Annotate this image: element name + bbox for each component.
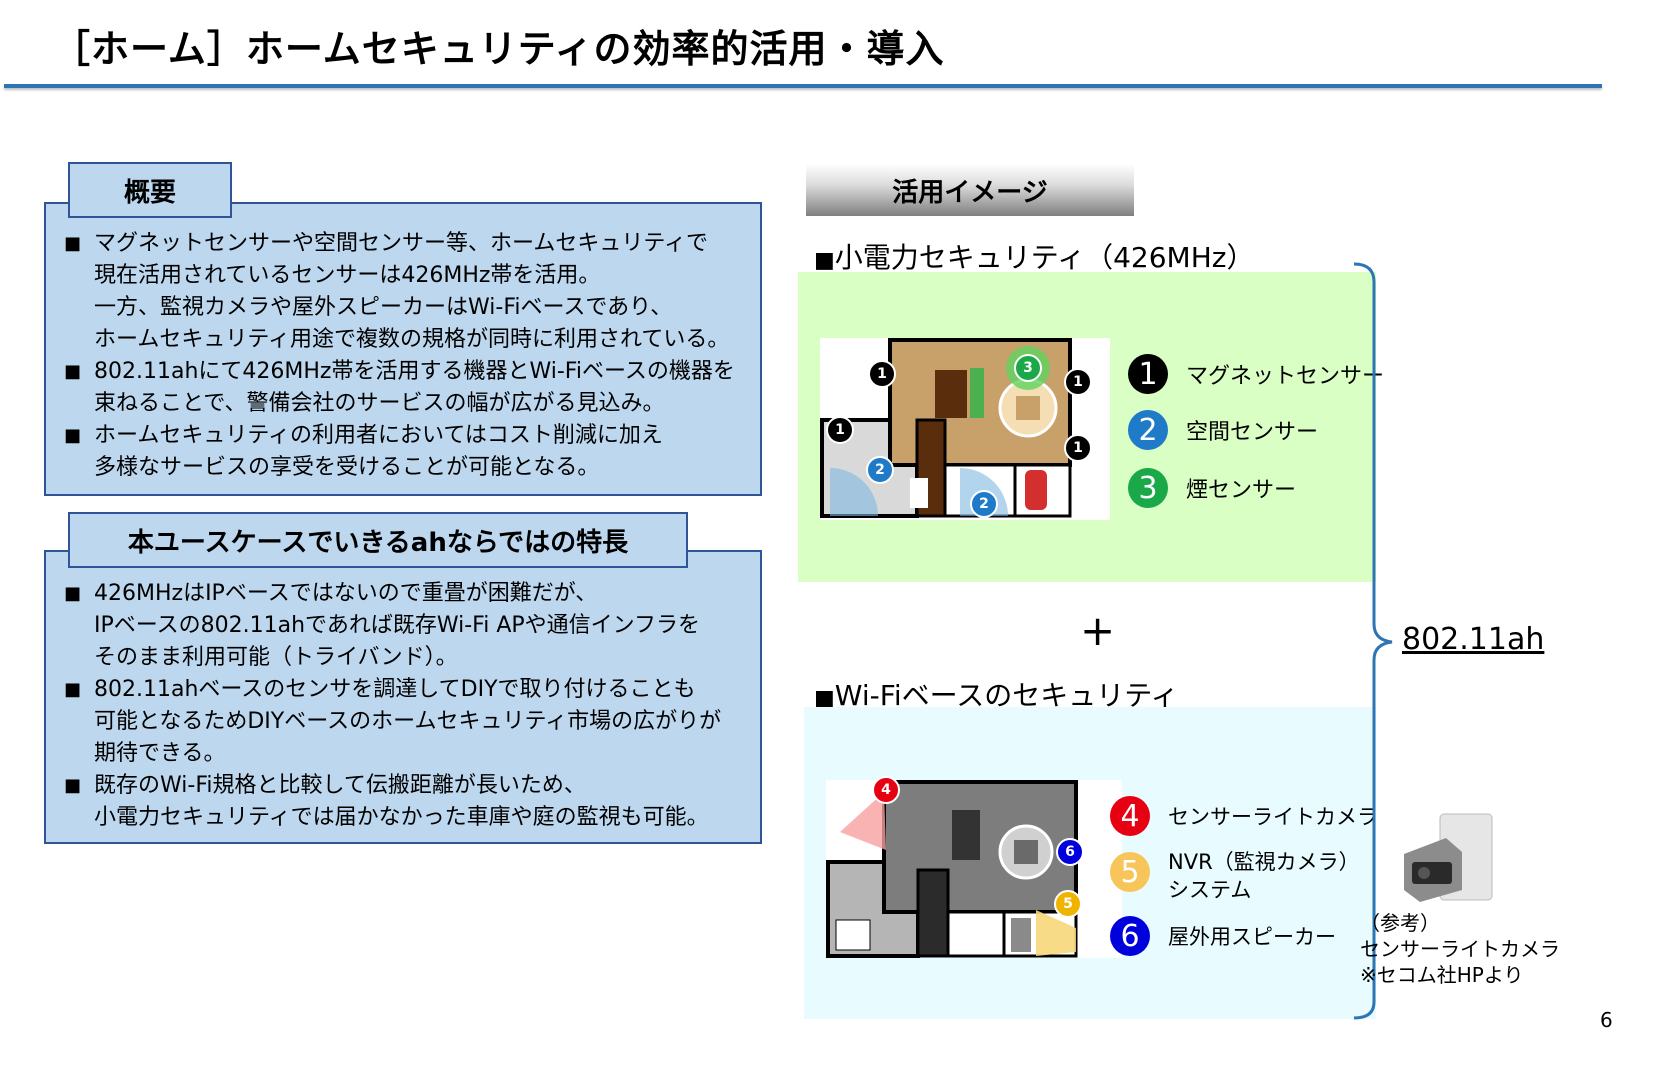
bullet-mark: ■ xyxy=(64,233,82,254)
legend-label: システム xyxy=(1168,878,1252,902)
legend-label: センサーライトカメラ xyxy=(1168,805,1378,829)
legend-magnet-sensor: 1 マグネットセンサー xyxy=(1128,354,1384,394)
bracket xyxy=(1353,262,1393,1020)
plus-sign: + xyxy=(1080,606,1116,655)
overview-panel xyxy=(44,202,762,496)
device-marker-6: 6 xyxy=(1056,838,1084,866)
legend-outdoor-speaker: 6 屋外用スピーカー xyxy=(1110,916,1378,956)
bullet-line: 426MHzはIPベースではないので重畳が困難だが、 xyxy=(94,581,598,606)
wifi-label: Wi-Fiベースのセキュリティ xyxy=(834,679,1179,712)
bullet-mark: ■ xyxy=(64,775,82,796)
features-bullet-3: ■ 既存のWi-Fi規格と比較して伝搬距離が長いため、 小電力セキュリティでは届か… xyxy=(64,770,721,834)
device-marker-5: 5 xyxy=(1054,890,1082,918)
legend-smoke-sensor: 3 煙センサー xyxy=(1128,468,1384,508)
features-bullet-2: ■ 802.11ahベースのセンサを調達してDIYで取り付けることも 可能となるた… xyxy=(64,674,721,770)
sensor-marker-3: 3 xyxy=(1014,354,1042,382)
bracket-label: 802.11ah xyxy=(1402,622,1545,657)
legend-label-group: NVR（監視カメラ） システム xyxy=(1168,848,1360,904)
overview-bullet-1: ■ マグネットセンサーや空間センサー等、ホームセキュリティで 現在活用されているセ… xyxy=(64,228,735,356)
features-bullet-1: ■ 426MHzはIPベースではないので重畳が困難だが、 IPベースの802.11… xyxy=(64,578,721,674)
legend-label: 煙センサー xyxy=(1186,478,1297,503)
sensor-marker-2: 2 xyxy=(866,456,894,484)
bullet-line: 802.11ahベースのセンサを調達してDIYで取り付けることも xyxy=(94,677,696,702)
bullet-line: 現在活用されているセンサーは426MHz帯を活用。 xyxy=(94,263,601,288)
bullet-mark: ■ xyxy=(814,686,835,711)
wifi-legend: 4 センサーライトカメラ 5 NVR（監視カメラ） システム 6 屋外用スピーカ… xyxy=(1110,796,1378,956)
reference-line: （参考） xyxy=(1360,911,1440,935)
legend-number: 6 xyxy=(1110,916,1150,956)
overview-bullets: ■ マグネットセンサーや空間センサー等、ホームセキュリティで 現在活用されているセ… xyxy=(64,228,735,484)
title-rule xyxy=(4,84,1602,88)
sensor-marker-1: 1 xyxy=(1064,434,1092,462)
bullet-mark: ■ xyxy=(64,361,82,382)
sensor-light-camera-photo xyxy=(1404,813,1493,902)
page-title: ［ホーム］ホームセキュリティの効率的活用・導入 xyxy=(52,27,945,71)
bullet-line: 束ねることで、警備会社のサービスの幅が広がる見込み。 xyxy=(94,391,665,416)
bullet-line: そのまま利用可能（トライバンド）。 xyxy=(94,645,458,670)
device-marker-4: 4 xyxy=(872,776,900,804)
legend-label: 屋外用スピーカー xyxy=(1168,925,1336,949)
features-panel xyxy=(44,550,762,844)
features-tab: 本ユースケースでいきるahならではの特長 xyxy=(68,512,688,568)
bullet-mark: ■ xyxy=(64,679,82,700)
bullet-line: 期待できる。 xyxy=(94,741,226,766)
overview-bullet-2: ■ 802.11ahにて426MHz帯を活用する機器とWi-Fiベースの機器を 束… xyxy=(64,356,735,420)
legend-space-sensor: 2 空間センサー xyxy=(1128,410,1384,450)
floor-plan-wifi-drawing xyxy=(826,780,1078,958)
bullet-mark: ■ xyxy=(64,425,82,446)
sensor-marker-1: 1 xyxy=(826,416,854,444)
low-power-heading: ■小電力セキュリティ（426MHz） xyxy=(814,236,1254,276)
legend-number: 2 xyxy=(1128,410,1168,450)
legend-number: 4 xyxy=(1110,796,1150,836)
low-power-label: 小電力セキュリティ（426MHz） xyxy=(834,241,1255,274)
floor-plan-low-power: 1 1 1 1 2 2 3 xyxy=(820,338,1110,520)
overview-tab: 概要 xyxy=(68,162,232,218)
bullet-mark: ■ xyxy=(814,248,835,273)
bullet-line: ホームセキュリティ用途で複数の規格が同時に利用されている。 xyxy=(94,327,730,352)
bullet-line: マグネットセンサーや空間センサー等、ホームセキュリティで xyxy=(94,231,709,256)
legend-label: 空間センサー xyxy=(1186,420,1319,445)
reference-note: （参考） センサーライトカメラ ※セコム社HPより xyxy=(1360,910,1560,988)
bullet-line: 802.11ahにて426MHz帯を活用する機器とWi-Fiベースの機器を xyxy=(94,359,735,384)
legend-label: マグネットセンサー xyxy=(1186,364,1385,389)
legend-sensor-light-camera: 4 センサーライトカメラ xyxy=(1110,796,1378,836)
sensor-marker-1: 1 xyxy=(868,360,896,388)
features-bullets: ■ 426MHzはIPベースではないので重畳が困難だが、 IPベースの802.11… xyxy=(64,578,721,834)
usage-image-tab: 活用イメージ xyxy=(806,164,1134,216)
bullet-line: 小電力セキュリティでは届かなかった車庫や庭の監視も可能。 xyxy=(94,805,709,830)
floor-plan-wifi: 4 5 6 xyxy=(826,776,1122,958)
bullet-line: ホームセキュリティの利用者においてはコスト削減に加え xyxy=(94,423,663,448)
floor-plan-low-power-drawing xyxy=(820,338,1072,518)
legend-number: 3 xyxy=(1128,468,1168,508)
sensor-marker-1: 1 xyxy=(1064,368,1092,396)
wifi-heading: ■Wi-Fiベースのセキュリティ xyxy=(814,674,1179,714)
legend-number: 5 xyxy=(1110,852,1150,892)
reference-line: センサーライトカメラ xyxy=(1360,937,1560,961)
sensor-marker-2: 2 xyxy=(970,490,998,518)
reference-line: ※セコム社HPより xyxy=(1360,963,1524,987)
page-number: 6 xyxy=(1600,1008,1613,1032)
legend-label: NVR（監視カメラ） xyxy=(1168,850,1360,874)
overview-bullet-3: ■ ホームセキュリティの利用者においてはコスト削減に加え 多様なサービスの享受を受… xyxy=(64,420,735,484)
bullet-line: 一方、監視カメラや屋外スピーカーはWi-Fiベースであり、 xyxy=(94,295,673,320)
low-power-legend: 1 マグネットセンサー 2 空間センサー 3 煙センサー xyxy=(1128,354,1384,508)
legend-nvr-system: 5 NVR（監視カメラ） システム xyxy=(1110,848,1378,904)
bullet-mark: ■ xyxy=(64,583,82,604)
bullet-line: 多様なサービスの享受を受けることが可能となる。 xyxy=(94,455,600,480)
legend-number: 1 xyxy=(1128,354,1168,394)
bullet-line: IPベースの802.11ahであれば既存Wi-Fi APや通信インフラを xyxy=(94,613,700,638)
bullet-line: 既存のWi-Fi規格と比較して伝搬距離が長いため、 xyxy=(94,773,586,798)
bullet-line: 可能となるためDIYベースのホームセキュリティ市場の広がりが xyxy=(94,709,722,734)
